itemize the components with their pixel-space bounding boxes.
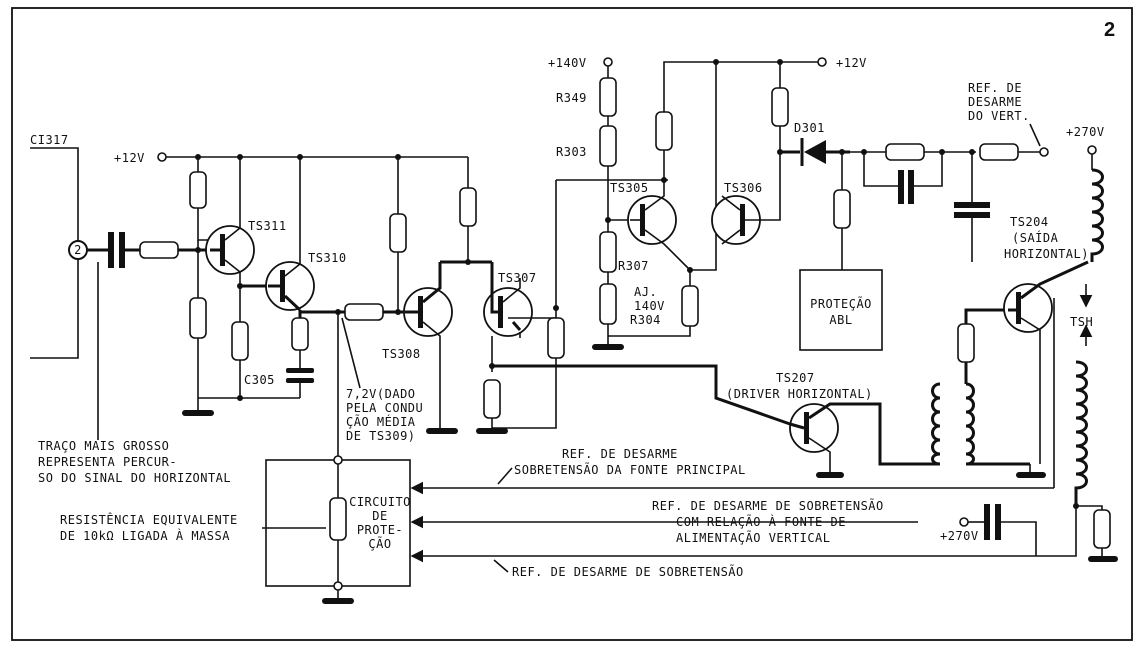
tsh-label: TSH (1070, 315, 1093, 329)
figure-number: 2 (1104, 19, 1115, 41)
r303-label: R303 (556, 145, 587, 159)
flyback-coil-bottom (1074, 360, 1088, 506)
protecao-abl-box (799, 269, 883, 351)
r-bottom-resistor (599, 283, 617, 325)
circuito-line2: DE (372, 509, 387, 523)
ts305-label: TS305 (610, 181, 649, 195)
bias-resistor-bottom (189, 297, 207, 339)
ref-fonte-principal-line1: REF. DE DESARME (562, 447, 678, 461)
aj-line1: AJ. (634, 285, 657, 299)
r303-resistor (599, 125, 617, 167)
ts204-line2: (SAÍDA (1012, 230, 1059, 245)
v12-left-label: +12V (114, 151, 145, 165)
pin-2-label: 2 (74, 243, 82, 257)
flyback-ground-resistor (1093, 509, 1111, 549)
v12-top-label: +12V (836, 56, 867, 70)
ref-vert-line2: DESARME (968, 95, 1022, 109)
ci317-label: CI317 (30, 133, 69, 147)
ts308-transistor (403, 262, 453, 428)
v270-capacitor (984, 504, 990, 540)
ts310-label: TS310 (308, 251, 347, 265)
ts306-label: TS306 (724, 181, 763, 195)
aj-line2: 140V (634, 299, 665, 313)
resistencia-line2: DE 10kΩ LIGADA À MASSA (60, 528, 230, 543)
ref-vert-line3: DO VERT. (968, 109, 1030, 123)
c305-resistor (231, 321, 249, 361)
aj-line3: R304 (630, 313, 661, 327)
d301-diode (780, 138, 850, 166)
ts204-transistor (1003, 260, 1089, 464)
dado-7v2-line1: 7,2V(DADO (346, 387, 416, 401)
r304-resistor (681, 285, 699, 327)
protecao-abl-line1: PROTEÇÃO (810, 296, 872, 311)
ref-fonte-vertical-line3: ALIMENTAÇÃO VERTICAL (676, 530, 831, 545)
ts308-label: TS308 (382, 347, 421, 361)
traco-line1: TRAÇO MAIS GROSSO (38, 439, 169, 453)
ts306-transistor (711, 150, 781, 245)
ts307-emitter-resistor (547, 317, 565, 359)
ts207-line2: (DRIVER HORIZONTAL) (726, 387, 873, 401)
circuito-line1: CIRCUITO (349, 495, 411, 509)
v270-bottom-label: +270V (940, 529, 979, 543)
ts204-base-resistor (957, 323, 975, 363)
dado-7v2-line3: ÇÃO MÉDIA (346, 414, 416, 429)
circuito-line3: PROTE- (357, 523, 403, 537)
ref-sobretensao-label: REF. DE DESARME DE SOBRETENSÃO (512, 564, 744, 579)
d301-series-resistor (771, 87, 789, 127)
ts311-transistor (205, 157, 255, 282)
ts311-label: TS311 (248, 219, 287, 233)
protection-equivalent-resistor (329, 497, 347, 541)
ts307-label: TS307 (498, 271, 537, 285)
bias-resistor-top (189, 171, 207, 209)
abl-resistor (833, 189, 851, 229)
resistencia-line1: RESISTÊNCIA EQUIVALENTE (60, 512, 238, 527)
figure-frame (11, 7, 1133, 641)
input-resistor (139, 241, 179, 259)
ref-vert-line1: REF. DE (968, 81, 1022, 95)
driver-feed-resistor (483, 379, 501, 419)
pullup-resistor (389, 213, 407, 253)
ts305-collector-resistor (655, 111, 673, 151)
traco-line2: REPRESENTA PERCUR- (38, 455, 177, 469)
traco-line3: SO DO SINAL DO HORIZONTAL (38, 471, 231, 485)
flyback-coil-top (1090, 168, 1104, 262)
vert-ref-resistor (979, 143, 1019, 161)
ts308-base-resistor (344, 303, 384, 321)
ts204-line3: HORIZONTAL) (1004, 247, 1089, 261)
ts310-emitter-resistor (291, 317, 309, 351)
d301-label: D301 (794, 121, 825, 135)
circuito-line4: ÇÃO (368, 536, 391, 551)
ref-fonte-principal-line2: SOBRETENSÃO DA FONTE PRINCIPAL (514, 462, 746, 477)
c305-label: C305 (244, 373, 275, 387)
v270-top-label: +270V (1066, 125, 1105, 139)
dado-7v2-line2: PELA CONDU (346, 401, 423, 415)
ts307-collector-resistor (459, 187, 477, 227)
r349-resistor (599, 77, 617, 117)
filter-capacitor (954, 202, 990, 208)
parallel-capacitor (898, 170, 904, 204)
ts207-line1: TS207 (776, 371, 815, 385)
ts305-transistor (627, 180, 691, 271)
r349-label: R349 (556, 91, 587, 105)
ts310-transistor (265, 157, 315, 312)
input-capacitor (108, 232, 125, 268)
protecao-abl-line2: ABL (829, 313, 852, 327)
dado-7v2-line4: DE TS309) (346, 429, 416, 443)
ts204-line1: TS204 (1010, 215, 1049, 229)
ts307-transistor (483, 262, 533, 338)
ts207-transistor (789, 402, 926, 472)
vert-series-resistor (885, 143, 925, 161)
driver-transformer (926, 362, 1030, 466)
v140-label: +140V (548, 56, 587, 70)
ref-fonte-vertical-line1: REF. DE DESARME DE SOBRETENSÃO (652, 498, 884, 513)
ref-fonte-vertical-line2: COM RELAÇÃO À FONTE DE (676, 514, 846, 529)
r307-label: R307 (618, 259, 649, 273)
r307-resistor (599, 231, 617, 273)
